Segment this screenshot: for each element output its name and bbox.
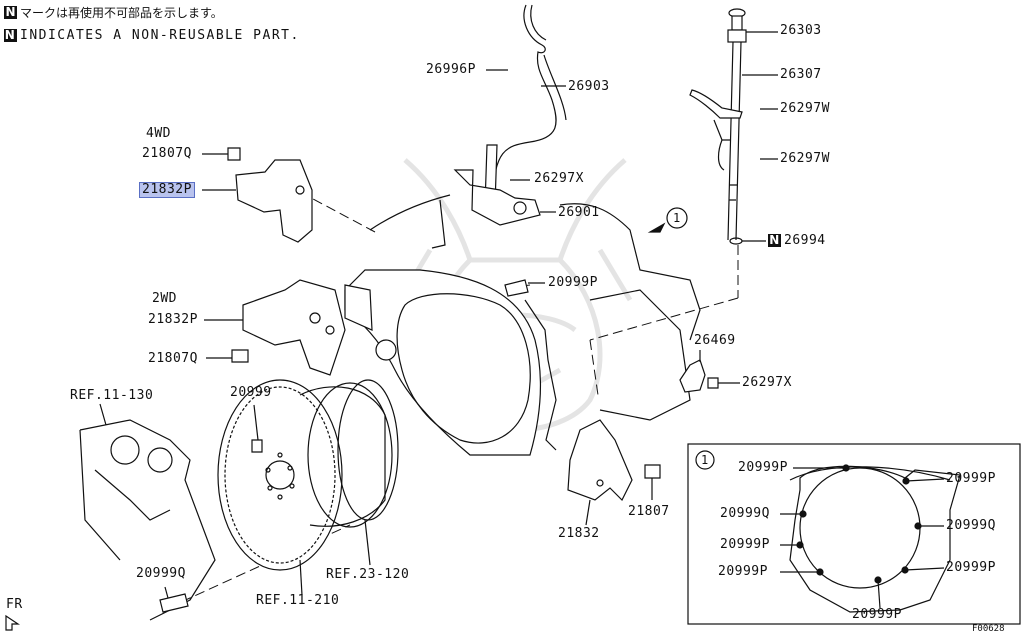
flywheel	[217, 379, 399, 596]
part-label-21807q-b[interactable]: 21807Q	[148, 351, 198, 366]
part-label-26903[interactable]: 26903	[568, 79, 610, 94]
non-reusable-badge: N	[4, 5, 17, 19]
label-4wd: 4WD	[146, 126, 171, 141]
part-label-21807q-a[interactable]: 21807Q	[142, 146, 192, 161]
part-label-21832p-a-highlighted[interactable]: 21832P	[139, 182, 195, 198]
inset-label-20999p-ml[interactable]: 20999P	[720, 537, 770, 552]
ref-label-11-210[interactable]: REF.11-210	[256, 593, 340, 608]
part-label-26303[interactable]: 26303	[780, 23, 822, 38]
part-label-26297x-b[interactable]: 26297X	[742, 375, 792, 390]
engine-block	[79, 403, 216, 621]
part-label-26297x-a[interactable]: 26297X	[534, 171, 584, 186]
ref-label-23-120[interactable]: REF.23-120	[326, 567, 410, 582]
note-ja-text: マークは再使用不可部品を示します。	[20, 6, 223, 20]
callout-arrow	[647, 222, 666, 233]
bracket-2wd	[204, 279, 346, 376]
part-label-26307[interactable]: 26307	[780, 67, 822, 82]
front-label: FR	[6, 597, 23, 612]
bolt-20999q	[159, 586, 189, 613]
ref-label-11-130[interactable]: REF.11-130	[70, 388, 154, 403]
bracket-26901	[431, 69, 556, 249]
callout-number[interactable]: 1	[673, 211, 681, 225]
inset-label-20999q-l[interactable]: 20999Q	[720, 506, 770, 521]
part-label-20999p[interactable]: 20999P	[548, 275, 598, 290]
inset-label-20999p-bl[interactable]: 20999P	[718, 564, 768, 579]
diagram-lines	[5, 4, 1021, 631]
part-label-20999q[interactable]: 20999Q	[136, 566, 186, 581]
inset-label-20999p-tr[interactable]: 20999P	[946, 471, 996, 486]
inset-label-20999q-r[interactable]: 20999Q	[946, 518, 996, 533]
part-label-26297w-b[interactable]: 26297W	[780, 151, 830, 166]
non-reusable-badge-en: N	[4, 28, 17, 42]
part-label-26994-text: 26994	[784, 233, 826, 248]
part-label-21832[interactable]: 21832	[558, 526, 600, 541]
part-label-21832p-b[interactable]: 21832P	[148, 312, 198, 327]
part-label-26469[interactable]: 26469	[694, 333, 736, 348]
part-label-26297w-a[interactable]: 26297W	[780, 101, 830, 116]
part-label-21807[interactable]: 21807	[628, 504, 670, 519]
part-label-20999[interactable]: 20999	[230, 385, 272, 400]
non-reusable-badge-26994: N	[768, 233, 781, 247]
label-2wd: 2WD	[152, 291, 177, 306]
inset-label-20999p-tl[interactable]: 20999P	[738, 460, 788, 475]
part-label-26901[interactable]: 26901	[558, 205, 600, 220]
figure-code: F00628	[972, 624, 1005, 634]
fr-arrow	[5, 614, 20, 631]
transmission-case	[344, 194, 701, 456]
bracket-26469	[679, 350, 740, 393]
part-label-26996p[interactable]: 26996P	[426, 62, 476, 77]
inset-callout-number: 1	[701, 453, 709, 467]
inset-label-20999p-b[interactable]: 20999P	[852, 607, 902, 622]
bracket-21832	[567, 419, 661, 526]
inset-label-20999p-br[interactable]: 20999P	[946, 560, 996, 575]
bracket-4wd	[202, 147, 313, 243]
inset-box	[687, 443, 1021, 625]
note-en-text: INDICATES A NON-REUSABLE PART.	[20, 28, 300, 43]
callout-circle	[666, 207, 688, 229]
bolt-20999p	[504, 279, 545, 297]
dipstick-assembly	[689, 8, 778, 245]
